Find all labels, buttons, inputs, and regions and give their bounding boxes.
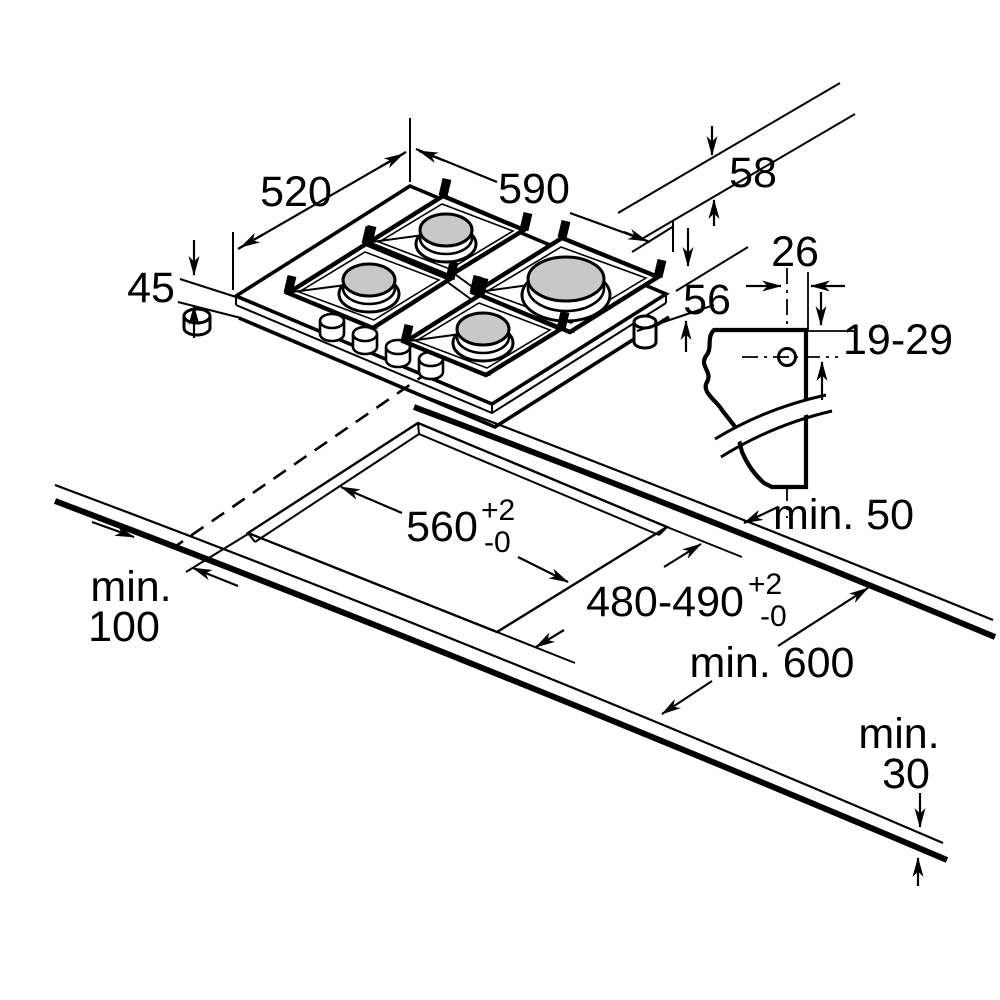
burner-cap [418,212,474,248]
worktop-back-edge-bottom-line [412,404,997,640]
projection-dashed-line [172,369,431,550]
hob-isometric [182,177,670,430]
hob-leg-right [632,314,658,350]
burner-left [283,225,459,331]
dim-label-min30-line1: min. [858,710,939,758]
dim-clearance-side-min100: min. 100 [88,520,249,651]
dim-label-560-tol-minus: -0 [484,526,511,559]
dim-label-min100-line1: min. [90,563,171,611]
dim-label-590: 590 [498,165,570,213]
dim-bracket-26: 26 [746,228,845,292]
dim-cutout-width-560: 560 +2 -0 [340,485,569,583]
dim-cutout-depth-480-490: 480-490 +2 -0 [496,526,787,664]
burner-front [400,276,570,378]
burner-right-wok [469,219,667,335]
dim-label-min30-line2: 30 [882,750,930,798]
burner-cap [526,255,606,303]
worktop-front-edge-top-line [54,483,944,845]
hob-leg-left [182,307,212,337]
dim-height-56: 56 [636,228,749,352]
dim-depth-520: 520 [232,151,407,290]
hob-rim [235,294,670,430]
dim-worktop-depth-min600: min. 600 [661,587,869,715]
bracket-outline [701,327,809,490]
bracket-detail [701,268,857,518]
worktop-back-edge-top-line [423,394,994,622]
knob [351,325,379,356]
hob-control-knobs [318,312,445,381]
dim-label-520: 520 [260,168,332,216]
dimension-annotations: 520 590 58 56 [88,82,953,886]
dim-label-56: 56 [683,276,731,324]
dim-label-480-490-tol-minus: -0 [760,600,787,633]
dim-label-58: 58 [729,149,777,197]
dim-label-min100-line2: 100 [88,603,160,651]
dim-label-19-29: 19-29 [843,316,953,364]
burner-cap [455,311,511,347]
dim-label-45: 45 [127,264,175,312]
dim-label-560: 560 [406,503,478,551]
worktop-drawing [53,369,997,863]
dim-label-480-490-tol-plus: +2 [748,568,782,601]
dim-width-590: 590 [415,147,675,253]
dim-depth-45: 45 [127,240,242,338]
dim-height-58: 58 [617,82,856,252]
burner-cap [341,262,397,298]
dim-label-480-490: 480-490 [586,578,744,626]
dim-label-min50: min. 50 [773,491,914,539]
worktop-front-edge-bottom-line [53,498,949,863]
dim-label-min600: min. 600 [690,639,855,687]
knob [417,350,445,381]
dim-label-26: 26 [771,228,819,276]
dim-screw-19-29: 19-29 [815,292,953,400]
dim-label-560-tol-plus: +2 [481,494,515,527]
dim-clearance-rear-min50: min. 50 [743,491,914,539]
burner-back [363,177,533,279]
knob [318,312,346,343]
dim-worktop-thickness-min30: min. 30 [858,710,940,886]
